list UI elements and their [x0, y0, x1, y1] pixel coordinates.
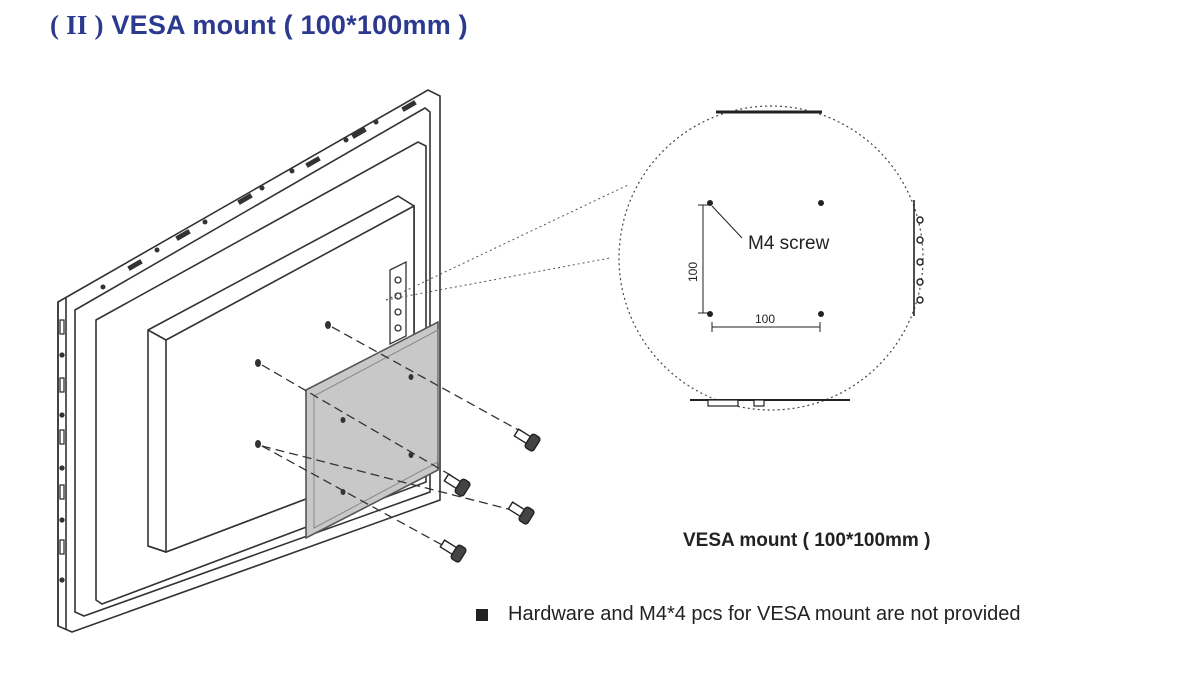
dimension-horizontal-label: 100: [755, 312, 775, 326]
top-flange-holes: [100, 100, 417, 290]
dimension-vertical-label: 100: [686, 262, 700, 282]
screw-icon: [513, 428, 541, 452]
housing-screw-holes: [255, 321, 414, 495]
black-square-icon: [476, 608, 488, 621]
page-title: ( II ) VESA mount ( 100*100mm ): [50, 10, 468, 41]
title-text: VESA mount ( 100*100mm ): [111, 10, 468, 40]
screw-icon: [439, 539, 467, 563]
hardware-note-text: Hardware and M4*4 pcs for VESA mount are…: [508, 603, 1021, 625]
screw-axis-lines: [261, 326, 523, 547]
left-flange-holes: [59, 319, 65, 583]
zoom-callout: [618, 105, 924, 411]
title-roman-numeral: ( II ): [50, 10, 104, 40]
button-panel: [389, 260, 407, 346]
screw-label: M4 screw: [748, 233, 830, 254]
screw-icon: [507, 501, 535, 525]
hardware-note: Hardware and M4*4 pcs for VESA mount are…: [476, 603, 1021, 626]
diagram-caption: VESA mount ( 100*100mm ): [683, 530, 931, 551]
screw-icon: [443, 473, 471, 497]
